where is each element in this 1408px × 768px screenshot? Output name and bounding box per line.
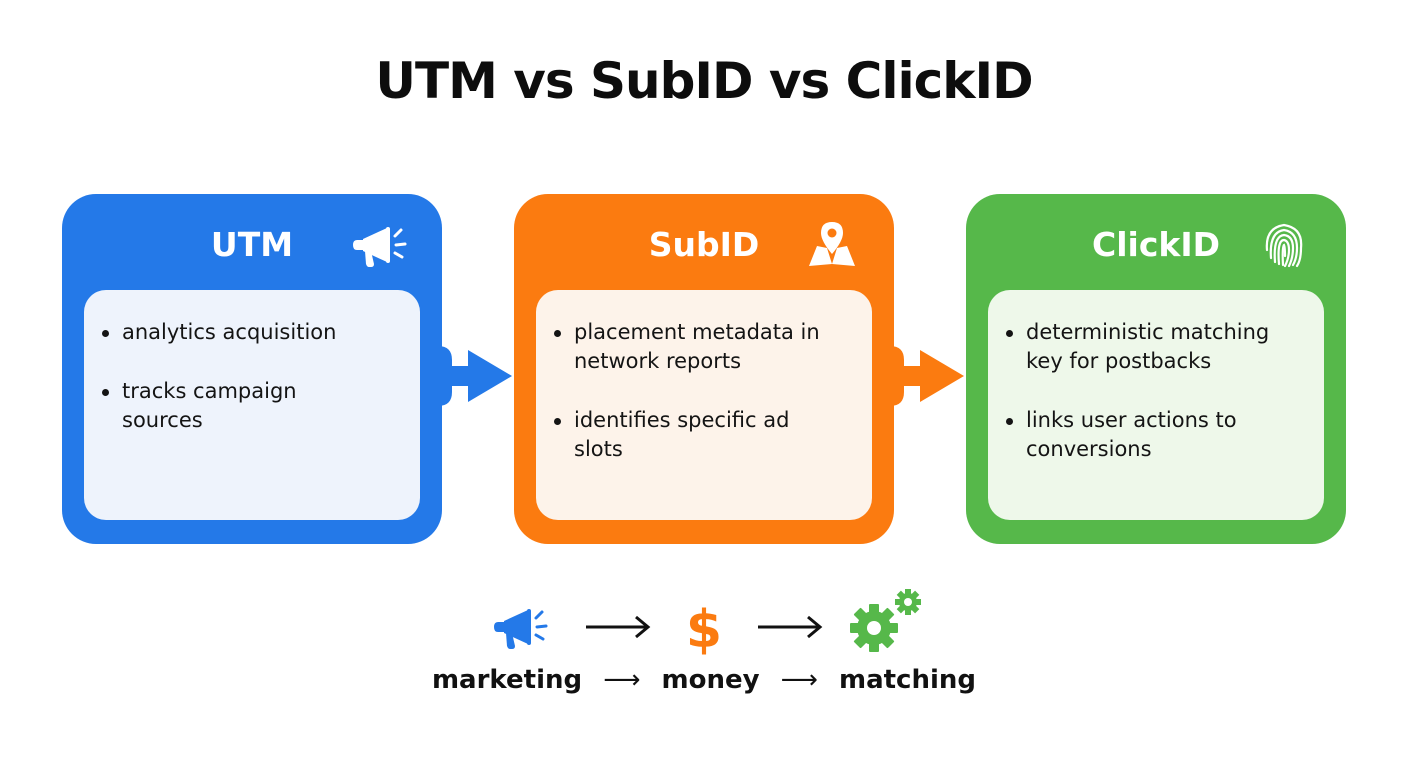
utm-card-header: UTM — [62, 220, 442, 270]
utm-card-title: UTM — [210, 225, 294, 264]
subid-card-body: placement metadata in network reports id… — [536, 290, 872, 520]
dollar-icon: $ — [680, 592, 728, 662]
utm-card: UTM analytics acquisition tracks campaig… — [62, 194, 442, 544]
clickid-card-body: deterministic matching key for postbacks… — [988, 290, 1324, 520]
arrow-connector-subid-clickid — [890, 336, 971, 416]
clickid-card-header: ClickID — [966, 220, 1346, 270]
subid-card-header: SubID — [514, 220, 894, 270]
flow-label-money: money — [661, 664, 760, 695]
utm-card-body: analytics acquisition tracks campaign so… — [84, 290, 420, 520]
bullet-item: identifies specific ad slots — [552, 406, 792, 464]
arrow-connector-utm-subid — [438, 336, 519, 416]
megaphone-icon — [348, 220, 412, 270]
fingerprint-icon — [1252, 220, 1316, 270]
subid-card: SubID placement metadata in network repo… — [514, 194, 894, 544]
flow-arrow — [584, 612, 652, 646]
megaphone-icon — [486, 592, 556, 662]
flow-label-matching: matching — [838, 664, 977, 695]
flow-icons-row: $ — [0, 589, 1408, 662]
flow-separator: ⟶ — [603, 664, 641, 695]
bullet-item: deterministic matching key for postbacks — [1004, 318, 1306, 376]
gears-icon — [848, 586, 926, 656]
flow-label-marketing: marketing — [431, 664, 583, 695]
utm-bullet-list: analytics acquisition tracks campaign so… — [100, 318, 402, 435]
subid-bullet-list: placement metadata in network reports id… — [552, 318, 854, 464]
clickid-card-title: ClickID — [1091, 225, 1221, 264]
flow-arrow — [756, 612, 824, 646]
map-pin-icon — [800, 220, 864, 270]
clickid-bullet-list: deterministic matching key for postbacks… — [1004, 318, 1306, 464]
bullet-item: analytics acquisition — [100, 318, 402, 347]
svg-text:$: $ — [686, 600, 722, 657]
bullet-item: placement metadata in network reports — [552, 318, 852, 376]
flow-labels-row: marketing ⟶ money ⟶ matching — [0, 664, 1408, 695]
page-title: UTM vs SubID vs ClickID — [375, 52, 1033, 110]
bullet-item: tracks campaign sources — [100, 377, 330, 435]
bullet-item: links user actions to conversions — [1004, 406, 1274, 464]
flow-separator: ⟶ — [780, 664, 818, 695]
clickid-card: ClickID deterministic matching key for p… — [966, 194, 1346, 544]
subid-card-title: SubID — [648, 225, 760, 264]
